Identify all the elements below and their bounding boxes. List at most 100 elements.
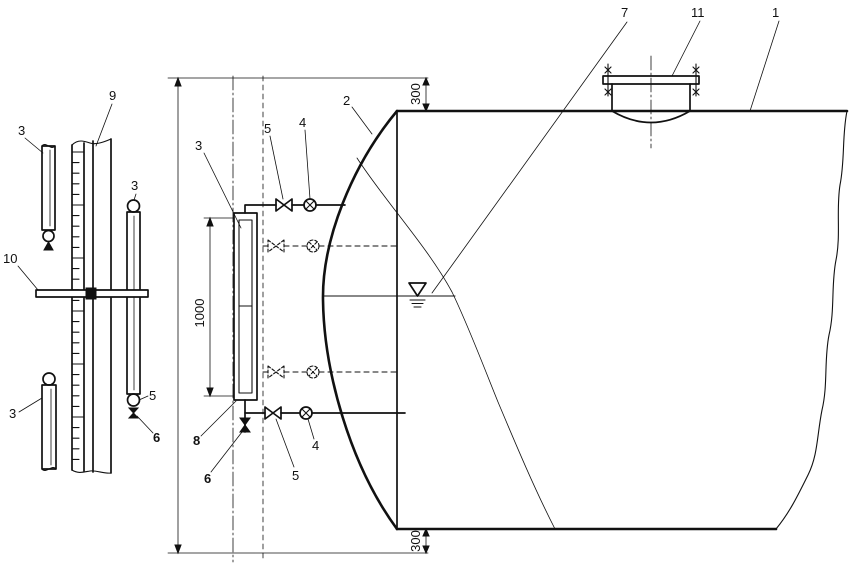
top-valve-icon-right: [283, 198, 293, 212]
detail-upper-tube: [41, 144, 56, 251]
leader-gauge: [203, 152, 242, 229]
dim-overall-arrow-top: [174, 76, 182, 87]
callout-detail-drain: 6: [153, 430, 160, 445]
leader-detail-drain: [136, 415, 154, 434]
nozzle-bolts: [607, 63, 697, 97]
detail-lower-tube-cap: [42, 372, 56, 386]
bottom-valve-icon-left: [264, 406, 274, 420]
dim-bottom-label: 300: [408, 530, 423, 552]
detail-lower-tube-body: [41, 384, 57, 470]
dim-gauge-label: 1000: [192, 299, 207, 328]
leader-detail-valve: [138, 395, 149, 401]
nozzle: [602, 55, 700, 149]
liquid-level-triangle-icon: [408, 282, 427, 297]
liquid-level-hatch: [409, 299, 426, 308]
detail-upper-tube-body: [41, 145, 56, 231]
alt-upper-cock-icon: [306, 239, 320, 253]
detail-right-tube: [126, 199, 141, 419]
callout-drain: 6: [204, 471, 211, 486]
left-detail: 3 9 3 10 3 5 6: [3, 88, 160, 474]
leader-top-cock: [304, 129, 311, 200]
detail-bracket-clamp: [85, 287, 97, 300]
callout-top-valve: 5: [264, 121, 271, 136]
leader-nozzle: [671, 20, 701, 77]
section-break-line: [356, 157, 556, 530]
leader-head: [351, 106, 373, 135]
leader-drain: [210, 431, 243, 473]
detail-right-tube-valve-icon: [126, 393, 141, 407]
alt-upper-valve-icon-right: [275, 239, 285, 253]
leader-detail-bracket: [17, 265, 39, 291]
dim-top-arrow-upper: [422, 76, 430, 86]
dimensions: 300 300 1000: [167, 76, 430, 555]
callout-detail-upper-tube: 3: [18, 123, 25, 138]
detail-bracket: [35, 287, 149, 300]
callout-level: 7: [621, 5, 628, 20]
nozzle-bolt-marks: [604, 66, 700, 96]
callout-detail-right-tube: 3: [131, 178, 138, 193]
leader-gauge-bottom: [200, 400, 237, 437]
leader-detail-upper-tube: [24, 137, 44, 154]
detail-right-tube-body: [126, 211, 141, 395]
detail-upper-tube-break: [41, 144, 56, 148]
callout-head: 2: [343, 93, 350, 108]
dim-bottom-arrow-upper: [422, 527, 430, 537]
leader-bottom-valve: [275, 418, 295, 468]
bottom-valve-icon-right: [272, 406, 282, 420]
callout-tank: 1: [772, 5, 779, 20]
detail-lower-tube: [41, 372, 57, 471]
callout-gauge-bottom: 8: [193, 433, 200, 448]
scale-break-top: [71, 138, 112, 146]
top-cock-cross-icon: [305, 200, 315, 210]
gauge: [233, 212, 258, 401]
leader-detail-right-tube: [133, 193, 137, 201]
dim-top-label: 300: [408, 83, 423, 105]
dim-gauge-arrow-top: [206, 216, 214, 227]
leader-tank: [749, 20, 780, 112]
alt-lower-valve-icon-right: [275, 365, 285, 379]
detail-lower-tube-break: [41, 467, 57, 471]
callout-top-cock: 4: [299, 115, 306, 130]
tank: [321, 109, 849, 531]
drain-valve-icon-lower: [239, 424, 251, 433]
drain-valve-icon-upper: [239, 417, 251, 426]
alt-upper-cock-cross-icon: [308, 241, 318, 251]
dished-head: [321, 109, 399, 531]
callout-detail-valve: 5: [149, 388, 156, 403]
top-connection: [244, 198, 346, 214]
leader-level: [431, 21, 628, 294]
detail-right-tube-top-cap: [126, 199, 141, 213]
dim-gauge-arrow-bottom: [206, 387, 214, 398]
alt-upper-valve-icon-left: [267, 239, 277, 253]
top-valve-icon-left: [275, 198, 285, 212]
callout-gauge: 3: [195, 138, 202, 153]
nozzle-walls: [611, 83, 691, 112]
detail-right-tube-drain-icon-lower: [127, 412, 140, 419]
leaders: [200, 20, 780, 473]
tank-break-line: [775, 110, 848, 530]
callout-nozzle: 11: [691, 5, 705, 20]
alt-lower-valve-icon-left: [267, 365, 277, 379]
detail-upper-tube-cap: [42, 229, 55, 243]
dim-overall-arrow-bottom: [174, 544, 182, 555]
scale-break-bottom: [71, 469, 112, 474]
leader-detail-lower-tube: [18, 397, 43, 413]
detail-right-tube-drain-icon-upper: [127, 407, 140, 414]
callout-bottom-valve: 5: [292, 468, 299, 483]
scale-ticks: [71, 151, 85, 460]
liquid-level: [323, 282, 456, 308]
alt-connection-upper: [262, 239, 401, 253]
dim-top-arrow-lower: [422, 103, 430, 113]
top-connection-pipe: [244, 204, 346, 214]
dim-bottom-arrow-lower: [422, 545, 430, 555]
leader-bottom-cock: [307, 418, 315, 440]
alt-lower-cock-icon: [306, 365, 320, 379]
callouts: 1 11 7 2 3 5 4 8 6 5 4: [193, 5, 779, 486]
callout-detail-lower-tube: 3: [9, 406, 16, 421]
bottom-connection: [239, 399, 406, 433]
scale-strip-edges: [71, 138, 112, 474]
callout-bottom-cock: 4: [312, 438, 319, 453]
leader-top-valve: [269, 135, 284, 200]
alt-connection-lower: [262, 365, 401, 379]
